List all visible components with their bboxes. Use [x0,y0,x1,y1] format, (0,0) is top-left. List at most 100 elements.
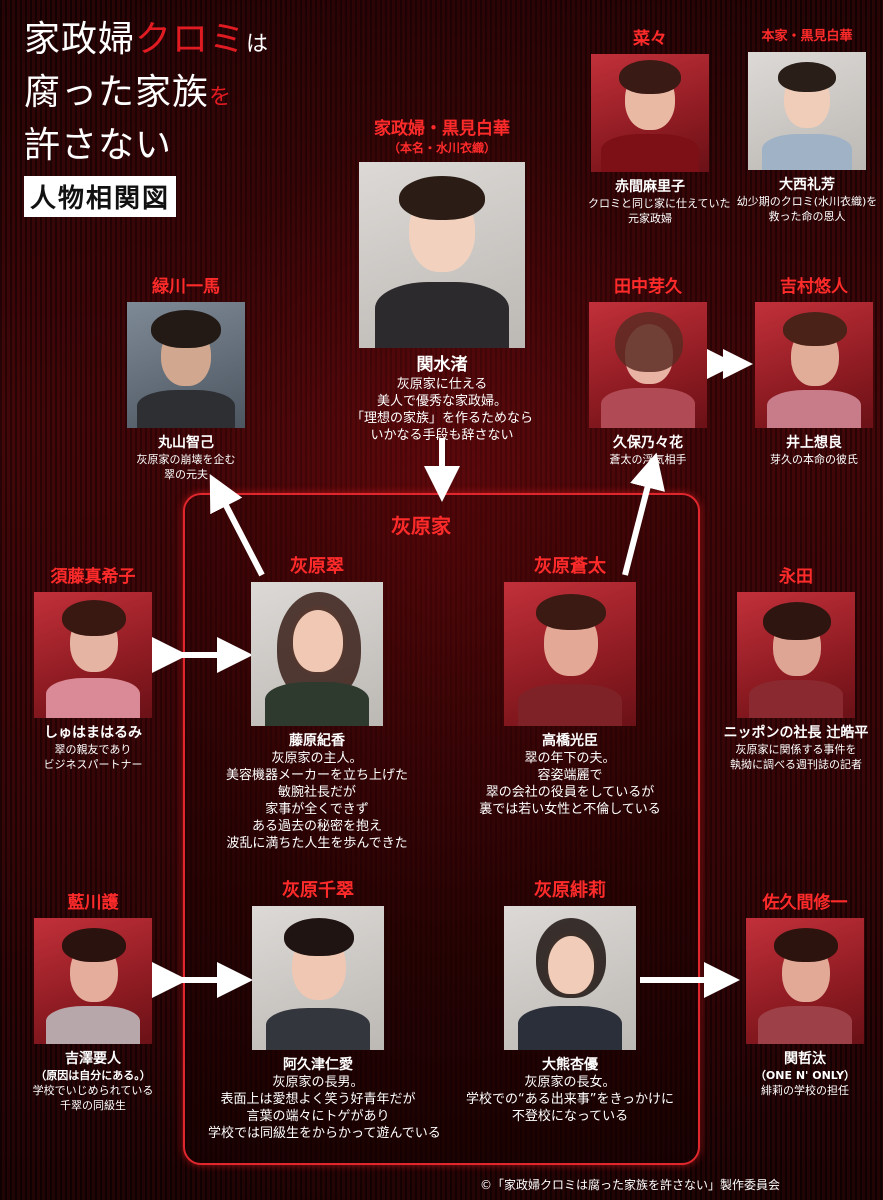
character-honke: 本家・黒見白華 大西礼芳 幼少期のクロミ(水川衣織)を 救った命の恩人 [732,28,882,224]
character-photo [589,302,707,428]
character-yoshimura: 吉村悠人 井上想良 芽久の本命の彼氏 [744,276,883,467]
role-name: 家政婦・黒見白華 [374,119,510,139]
actor-name: 井上想良 [786,435,842,451]
character-photo [755,302,873,428]
desc-line: ある過去の秘密を抱え [251,819,382,834]
desc-line: 幼少期のクロミ(水川衣織)を [736,195,878,208]
role-name: 灰原千翠 [282,880,354,901]
role-subname: （本名・水川衣織） [387,141,496,155]
role-name: 永田 [779,567,813,587]
actor-name: 阿久津仁愛 [283,1057,353,1073]
character-photo [359,162,525,348]
actor-name: 吉澤要人 [65,1051,121,1067]
desc-line: 翠の年下の夫。 [524,751,616,766]
character-photo [34,592,152,718]
role-name: 緑川一馬 [152,277,220,297]
character-kuromi: 家政婦・黒見白華 （本名・水川衣織） 関水渚 灰原家に仕える 美人で優秀な家政婦… [322,118,562,444]
actor-name: ニッポンの社長 辻皓平 [723,725,869,741]
character-photo [34,918,152,1044]
actor-name: 高橋光臣 [542,733,598,749]
desc-line: 灰原家の主人。 [271,751,363,766]
actor-name: 藤原紀香 [289,733,345,749]
role-name: 灰原翠 [290,556,344,577]
desc-line: 救った命の恩人 [768,210,846,223]
desc-line: 敏腕社長だが [277,785,356,800]
role-name: 菜々 [633,29,667,49]
desc-line: ビジネスパートナー [43,758,143,771]
desc-line: 「理想の家族」を作るためなら [350,411,533,426]
actor-name: 大熊杏優 [542,1057,598,1073]
role-name: 吉村悠人 [780,277,848,297]
character-aikawa: 藍川護 吉澤要人 （原因は自分にある。） 学校でいじめられている 千翠の同級生 [18,892,168,1113]
desc-line: 言葉の端々にトゲがあり [246,1109,390,1124]
character-photo [504,582,636,726]
desc-line: 緋莉の学校の担任 [761,1084,849,1097]
desc-line: 灰原家の崩壊を企む [136,453,236,466]
character-photo [737,592,855,718]
arrow-midori-to-midorikawa [209,474,265,577]
character-nana: 菜々 赤間麻里子 クロミと同じ家に仕えていた 元家政婦 [588,28,731,226]
title-line-3: 許さない [24,125,173,166]
character-sudo: 須藤真希子 しゅはまはるみ 翠の親友であり ビジネスパートナー [18,566,168,772]
actor-note: （原因は自分にある。） [35,1069,151,1082]
desc-line: いかなる手段も辞さない [370,428,514,443]
desc-line: 裏では若い女性と不倫している [479,802,661,817]
desc-line: 翠の親友であり [54,743,132,756]
desc-line: 学校でいじめられている [32,1084,154,1097]
desc-line: 波乱に満ちた人生を歩んできた [226,836,408,851]
character-photo [127,302,245,428]
desc-line: クロミと同じ家に仕えていた [588,197,731,210]
character-sota: 灰原蒼太 高橋光臣 翠の年下の夫。 容姿端麗で 翠の会社の役員をしているが 裏で… [466,556,674,818]
character-sakuma: 佐久間修一 関哲汰 （ONE N' ONLY） 緋莉の学校の担任 [730,892,880,1098]
character-midori: 灰原翠 藤原紀香 灰原家の主人。 美容機器メーカーを立ち上げた 敏腕社長だが 家… [214,556,420,852]
character-photo [746,918,864,1044]
role-name: 藍川護 [67,893,119,913]
title-line-2: 腐った家族を [24,72,233,113]
chart-subtitle: 人物相関図 [24,176,177,217]
desc-line: 千翠の同級生 [60,1099,126,1112]
character-tanaka: 田中芽久 久保乃々花 蒼太の浮気相手 [578,276,718,467]
actor-name: 久保乃々花 [613,435,683,451]
character-nagata: 永田 ニッポンの社長 辻皓平 灰原家に関係する事件を 執拗に調べる週刊誌の記者 [710,566,882,772]
arrow-sota-to-tanaka [622,452,665,576]
actor-name: しゅはまはるみ [44,725,142,741]
actor-name: 関水渚 [416,355,468,375]
actor-name: 丸山智己 [158,435,214,451]
character-photo [504,906,636,1050]
actor-name: 赤間麻里子 [615,179,685,195]
role-name: 田中芽久 [614,277,682,297]
desc-line: 学校での“ある出来事”をきっかけに [466,1092,674,1107]
desc-line: 灰原家に関係する事件を [735,743,857,756]
desc-line: 学校では同級生をからかって遊んでいる [208,1126,441,1141]
desc-line: 執拗に調べる週刊誌の記者 [730,758,862,771]
desc-line: 灰原家に仕える [396,377,488,392]
show-title: 家政婦クロミは 腐った家族を 許さない [24,16,294,170]
role-name: 灰原緋莉 [534,880,606,901]
role-name: 灰原蒼太 [534,556,606,577]
desc-line: 表面上は愛想よく笑う好青年だが [220,1092,416,1107]
desc-line: 灰原家の長男。 [272,1075,364,1090]
actor-name: 大西礼芳 [779,177,835,193]
role-name: 本家・黒見白華 [761,29,853,44]
role-name: 佐久間修一 [762,893,848,913]
character-hiri: 灰原緋莉 大熊杏優 灰原家の長女。 学校での“ある出来事”をきっかけに 不登校に… [450,880,690,1125]
desc-line: 美人で優秀な家政婦。 [376,394,507,409]
character-midorikawa: 緑川一馬 丸山智己 灰原家の崩壊を企む 翠の元夫 [118,276,254,482]
desc-line: 翠の元夫 [164,468,208,481]
desc-line: 家事が全くできず [265,802,369,817]
character-chisui: 灰原千翠 阿久津仁愛 灰原家の長男。 表面上は愛想よく笑う好青年だが 言葉の端々… [208,880,441,1142]
desc-line: 元家政婦 [628,212,672,225]
actor-name: 関哲汰 [784,1051,826,1067]
desc-line: 芽久の本命の彼氏 [770,453,858,466]
character-photo [251,582,383,726]
desc-line: 灰原家の長女。 [524,1075,616,1090]
character-photo [591,54,709,172]
title-line-1: 家政婦クロミは [24,19,270,60]
desc-line: 容姿端麗で [537,768,603,783]
desc-line: 不登校になっている [511,1109,629,1124]
desc-line: 蒼太の浮気相手 [609,453,687,466]
desc-line: 美容機器メーカーを立ち上げた [225,768,408,783]
character-photo [748,52,866,170]
character-photo [252,906,384,1050]
